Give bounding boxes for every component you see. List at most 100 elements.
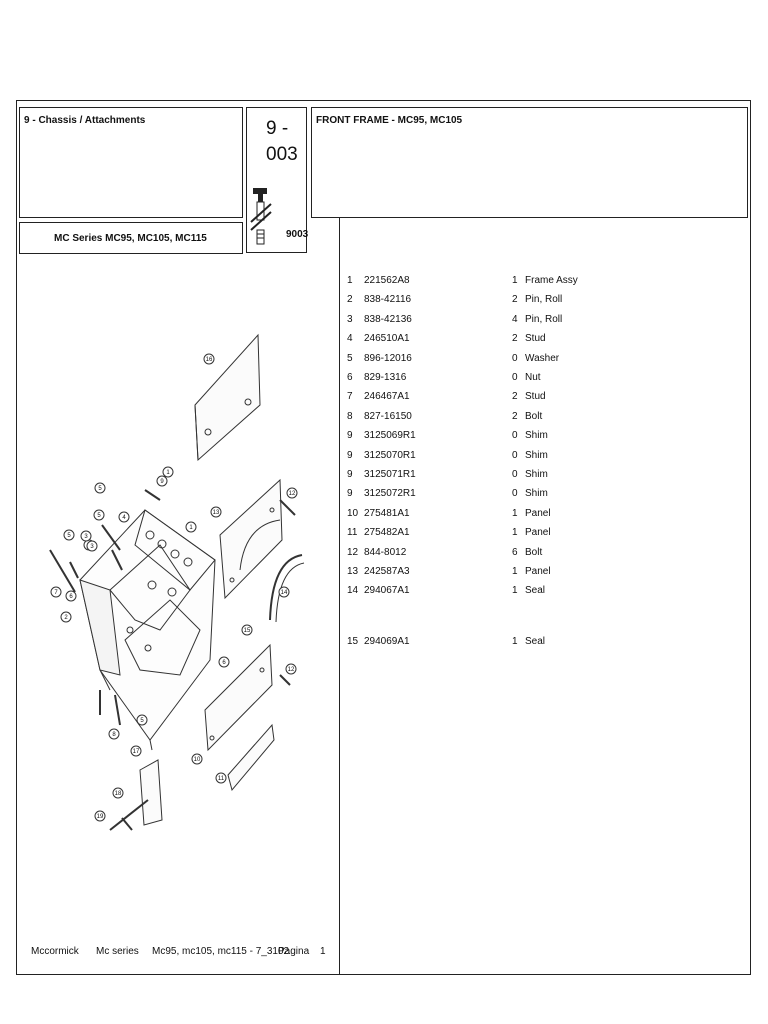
callout-circle	[185, 521, 197, 533]
callout-label: 3	[90, 544, 94, 550]
callout-label: 5	[98, 486, 102, 492]
parts-part: 246510A1	[364, 333, 410, 345]
parts-part: 246467A1	[364, 391, 410, 403]
callout-label: 5	[140, 718, 144, 724]
parts-qty: 0	[512, 469, 518, 480]
callout-circle	[286, 487, 298, 499]
callout-label: 5	[67, 533, 71, 539]
parts-desc: Frame Assy	[525, 275, 578, 286]
parts-item: 12	[347, 546, 359, 558]
page-title: FRONT FRAME - MC95, MC105	[316, 115, 463, 126]
parts-desc: Stud	[525, 391, 546, 403]
callout-label: 9	[160, 479, 164, 485]
parts-desc: Bolt	[525, 546, 543, 558]
parts-part: 827-16150	[364, 410, 412, 422]
section-box: 9 - Chassis / Attachments	[19, 107, 243, 218]
parts-item: 14	[347, 585, 359, 597]
callout-label: 10	[194, 757, 201, 763]
parts-item: 11	[347, 527, 358, 539]
parts-qty: 0	[512, 372, 518, 383]
parts-item: 8	[347, 410, 353, 422]
parts-qty: 2	[512, 391, 518, 403]
callout-label: 4	[122, 515, 126, 521]
page-code-line2: 003	[266, 144, 298, 165]
exploded-diagram: 16155543327613121214151963581011171819	[49, 333, 305, 831]
callout-label: 5	[97, 513, 101, 519]
parts-part: 3125069R1	[364, 430, 416, 442]
callout-circle	[210, 506, 222, 518]
callout-label: 2	[64, 615, 68, 621]
callout-circle	[136, 714, 148, 726]
parts-part: 275481A1	[364, 507, 410, 519]
parts-qty: 1	[512, 527, 518, 539]
parts-desc: Pin, Roll	[525, 313, 563, 325]
parts-desc: Panel	[525, 507, 551, 519]
parts-qty: 0	[512, 430, 518, 442]
callout-label: 1	[166, 470, 170, 476]
parts-desc: Washer	[525, 352, 560, 364]
callout-label: 18	[115, 791, 122, 797]
parts-desc: Nut	[525, 372, 541, 383]
parts-item: 13	[347, 566, 359, 577]
callout-circle	[203, 353, 215, 365]
callout-circle	[218, 656, 230, 668]
parts-item: 15	[347, 636, 359, 647]
parts-qty: 1	[512, 585, 518, 597]
callout-circle	[278, 586, 290, 598]
callout-label: 12	[288, 667, 295, 673]
callout-circle	[130, 745, 142, 757]
callout-circle	[118, 511, 130, 523]
parts-item: 1	[347, 275, 353, 286]
callout-circle	[60, 611, 72, 623]
parts-desc: Seal	[525, 585, 546, 597]
parts-qty: 2	[512, 410, 518, 422]
callout-label: 15	[244, 628, 251, 634]
parts-desc: Bolt	[525, 410, 543, 422]
callout-label: 17	[133, 749, 140, 755]
callout-circle	[80, 530, 92, 542]
callout-circle	[191, 753, 203, 765]
parts-part: 844-8012	[364, 546, 407, 558]
title-box: FRONT FRAME - MC95, MC105	[311, 107, 748, 218]
section-title: 9 - Chassis / Attachments	[24, 115, 146, 126]
parts-part: 3125072R1	[364, 488, 416, 500]
parts-item: 2	[347, 294, 353, 306]
parts-qty: 0	[512, 352, 518, 364]
callout-label: 6	[222, 660, 226, 666]
parts-part: 242587A3	[364, 566, 410, 577]
callout-circle	[241, 624, 253, 636]
parts-part: 294069A1	[364, 636, 410, 647]
column-divider	[339, 218, 340, 975]
parts-desc: Panel	[525, 527, 551, 539]
callout-circle	[63, 529, 75, 541]
parts-part: 896-12016	[364, 352, 412, 364]
footer-page-number: 1	[320, 946, 326, 957]
callout-label: 19	[97, 814, 104, 820]
parts-item: 4	[347, 333, 353, 345]
parts-part: 3125070R1	[364, 449, 416, 461]
parts-qty: 1	[512, 636, 518, 647]
page-ref: 9003	[286, 229, 309, 240]
parts-desc: Shim	[525, 469, 548, 480]
callout-circle	[162, 466, 174, 478]
callout-label: 16	[206, 357, 213, 363]
model-title: MC Series MC95, MC105, MC115	[54, 233, 207, 244]
footer-models: Mc95, mc105, mc115 - 7_3102	[152, 946, 290, 957]
callout-circle	[112, 787, 124, 799]
callout-circle	[94, 810, 106, 822]
parts-item: 10	[347, 507, 359, 519]
model-box: MC Series MC95, MC105, MC115	[19, 222, 243, 254]
parts-item: 9	[347, 488, 353, 500]
parts-part: 275482A1	[364, 527, 410, 539]
footer-page-label: Pagina	[278, 946, 310, 957]
parts-qty: 1	[512, 507, 518, 519]
callout-circle	[86, 540, 98, 552]
parts-part: 3125071R1	[364, 469, 416, 480]
parts-desc: Shim	[525, 449, 548, 461]
callout-label: 14	[281, 590, 288, 596]
parts-qty: 6	[512, 546, 518, 558]
callout-label: 11	[218, 776, 225, 782]
parts-item: 5	[347, 352, 353, 364]
callout-circle	[108, 728, 120, 740]
parts-desc: Shim	[525, 430, 548, 442]
